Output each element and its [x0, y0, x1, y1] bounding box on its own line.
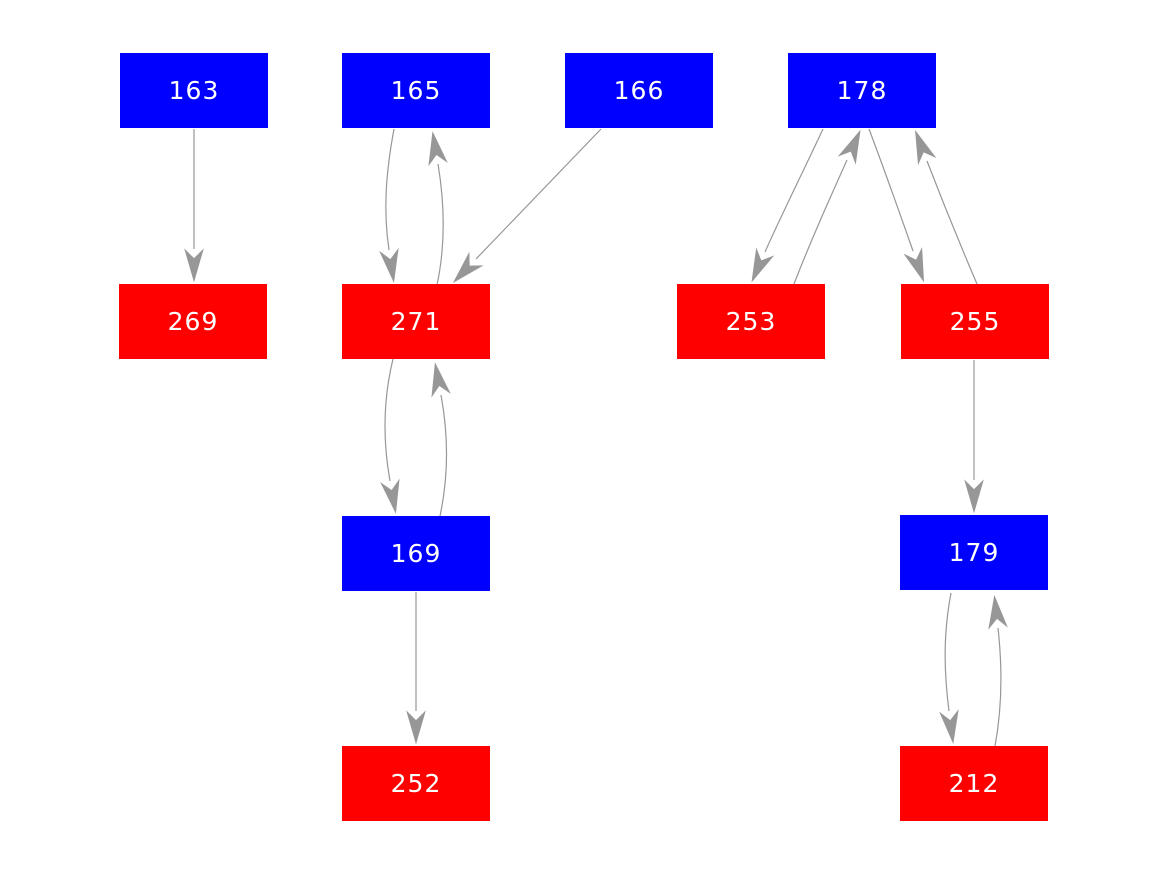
edge-178-255 [868, 128, 925, 283]
node-178-label: 178 [836, 76, 888, 105]
edge-165-271 [379, 128, 399, 283]
node-179-label: 179 [948, 538, 1000, 567]
node-163: 163 [120, 53, 268, 128]
node-179: 179 [900, 515, 1048, 590]
node-166-label: 166 [613, 76, 665, 105]
node-253-label: 253 [725, 307, 777, 336]
edge-271-165 [428, 131, 448, 286]
edge-169-271 [431, 362, 451, 517]
node-253: 253 [677, 284, 825, 359]
node-252-label: 252 [390, 769, 442, 798]
node-212: 212 [900, 746, 1048, 821]
edge-179-212 [939, 592, 959, 745]
node-178: 178 [788, 53, 936, 128]
node-163-label: 163 [168, 76, 220, 105]
edge-212-179 [988, 594, 1008, 747]
node-255: 255 [901, 284, 1049, 359]
edge-178-253 [751, 128, 824, 283]
node-271: 271 [342, 284, 490, 359]
node-271-label: 271 [390, 307, 442, 336]
node-212-label: 212 [948, 769, 1000, 798]
node-165: 165 [342, 53, 490, 128]
node-165-label: 165 [390, 76, 442, 105]
node-252: 252 [342, 746, 490, 821]
edge-271-169 [380, 358, 400, 514]
node-255-label: 255 [949, 307, 1001, 336]
node-269: 269 [119, 284, 267, 359]
node-269-label: 269 [167, 307, 219, 336]
node-169-label: 169 [390, 539, 442, 568]
edge-255-178 [915, 129, 978, 285]
node-166: 166 [565, 53, 713, 128]
edge-253-178 [793, 129, 861, 285]
edge-166-271 [452, 128, 602, 284]
node-169: 169 [342, 516, 490, 591]
